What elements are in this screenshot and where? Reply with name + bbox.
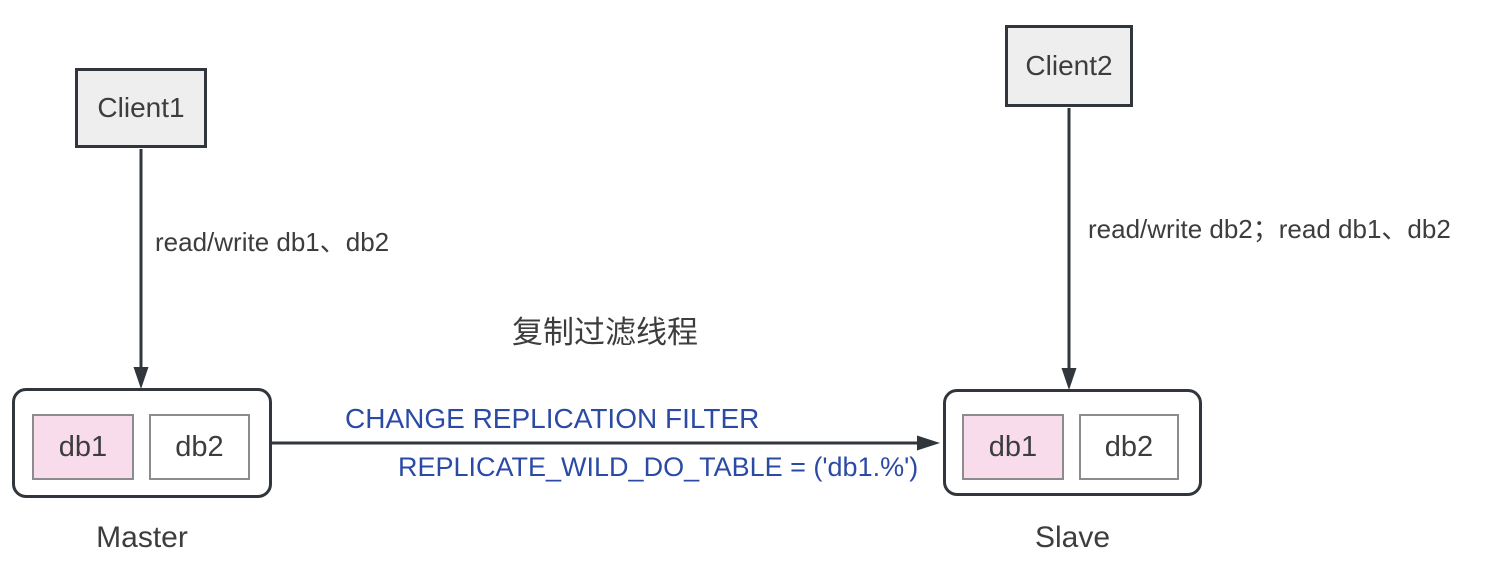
- arrow-down-icon: [1061, 368, 1077, 390]
- master-caption: Master: [96, 521, 188, 554]
- edge-label-client2-to-slave: read/write db2；read db1、db2: [1088, 214, 1451, 244]
- arrow-down-icon: [133, 367, 149, 389]
- client1-node: Client1: [75, 68, 207, 148]
- sql-statement-line1: CHANGE REPLICATION FILTER: [345, 403, 760, 434]
- arrow-right-icon: [917, 435, 940, 451]
- master-db2-box: db2: [149, 414, 250, 480]
- slave-db2-box: db2: [1079, 414, 1179, 480]
- slave-db1-label: db1: [988, 430, 1038, 463]
- master-db1-box: db1: [32, 414, 134, 480]
- diagram-title: 复制过滤线程: [512, 315, 698, 350]
- client1-label: Client1: [97, 92, 185, 123]
- master-db2-label: db2: [175, 430, 224, 463]
- arrow-client2-to-slave: [1061, 108, 1077, 390]
- master-db1-label: db1: [58, 430, 108, 463]
- slave-db1-box: db1: [962, 414, 1064, 480]
- slave-db2-label: db2: [1104, 430, 1154, 463]
- client2-label: Client2: [1025, 50, 1113, 81]
- arrow-client1-to-master: [133, 149, 149, 389]
- edge-label-client1-to-master: read/write db1、db2: [155, 227, 390, 257]
- slave-node: db1 db2: [943, 389, 1202, 496]
- sql-statement-line2: REPLICATE_WILD_DO_TABLE = ('db1.%'): [398, 452, 919, 482]
- client2-node: Client2: [1005, 25, 1133, 107]
- master-node: db1 db2: [12, 388, 272, 498]
- slave-caption: Slave: [1034, 521, 1111, 554]
- arrow-master-to-slave: [272, 435, 940, 451]
